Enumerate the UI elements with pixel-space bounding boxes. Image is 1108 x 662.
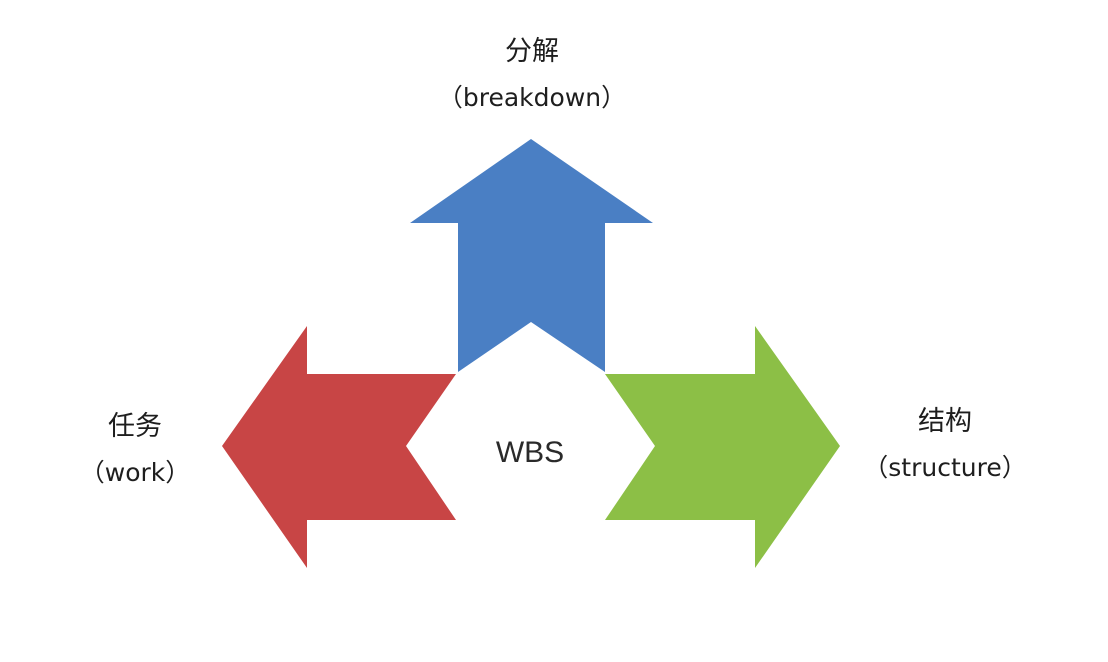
label-structure-en: （structure） xyxy=(863,453,1027,482)
arrow-right-structure xyxy=(605,326,840,568)
label-breakdown-en: （breakdown） xyxy=(437,83,627,112)
label-breakdown-zh: 分解 xyxy=(505,36,559,67)
label-work: 任务 （work） xyxy=(55,413,215,485)
center-label-wbs: WBS xyxy=(495,436,565,469)
arrow-left-work xyxy=(222,326,456,568)
label-structure: 结构 （structure） xyxy=(850,408,1040,480)
label-breakdown: 分解 （breakdown） xyxy=(410,38,654,110)
label-work-zh: 任务 xyxy=(108,411,162,442)
arrow-up-breakdown xyxy=(410,139,653,372)
label-work-en: （work） xyxy=(79,458,191,487)
label-structure-zh: 结构 xyxy=(918,406,972,437)
